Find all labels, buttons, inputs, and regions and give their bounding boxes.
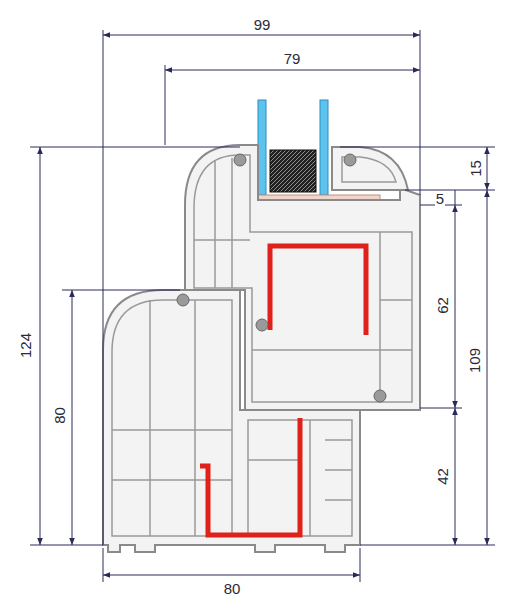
dimension-value: 15 (468, 159, 483, 178)
spacer (270, 150, 316, 192)
dimension-value: 99 (253, 17, 272, 32)
dimension-value: 79 (283, 51, 302, 66)
dimension-value: 80 (52, 406, 67, 425)
dimension-value: 124 (19, 331, 34, 358)
steel-reinforcement (200, 418, 300, 535)
sash-chambers (194, 155, 412, 402)
dimension-value: 42 (435, 467, 450, 486)
dimension-value: 109 (468, 346, 483, 373)
dimension-lines (30, 30, 495, 582)
glass-pane (258, 100, 266, 195)
glass-pane (320, 100, 328, 195)
dimension-value: 5 (435, 191, 445, 206)
dimension-value: 80 (223, 581, 242, 596)
dimension-value: 62 (435, 296, 450, 315)
sash-profile (185, 145, 420, 410)
steel-reinforcement (270, 246, 366, 335)
glazing-bead (332, 147, 408, 190)
gasket (177, 154, 386, 402)
